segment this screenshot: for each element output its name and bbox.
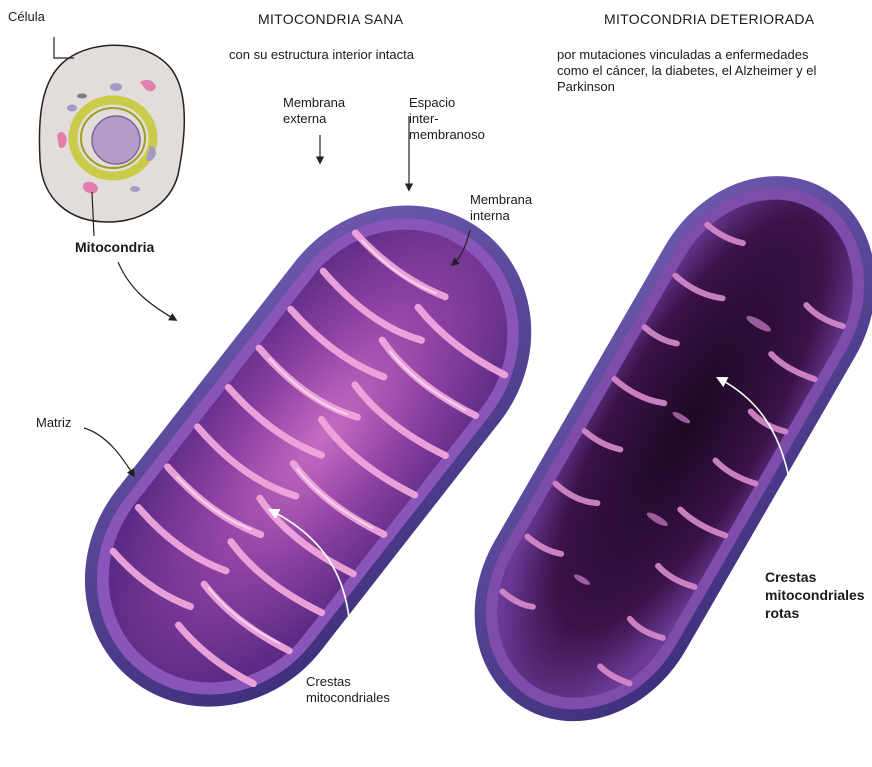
matriz-label: Matriz: [36, 415, 71, 431]
membrana-interna-line-2: interna: [470, 208, 532, 224]
matriz-arrow: [84, 428, 134, 476]
crestas-rotas-line-1: Crestas: [765, 568, 865, 586]
membrana-externa-line-1: Membrana: [283, 95, 345, 111]
membrana-externa-line-2: externa: [283, 111, 345, 127]
espacio-line-3: membranoso: [409, 127, 485, 143]
membrana-interna-line-1: Membrana: [470, 192, 532, 208]
membrana-interna-label: Membrana interna: [470, 192, 532, 224]
espacio-label: Espacio inter- membranoso: [409, 95, 485, 143]
membrana-externa-label: Membrana externa: [283, 95, 345, 127]
celula-leader: [54, 37, 74, 58]
crestas-rotas-label: Crestas mitocondriales rotas: [765, 568, 865, 622]
crestas-rotas-line-2: mitocondriales: [765, 586, 865, 604]
damaged-mitochondrion: [430, 134, 872, 764]
cell-diagram: [39, 37, 184, 222]
crestas-label: Crestas mitocondriales: [306, 674, 390, 706]
nucleus: [92, 116, 140, 164]
espacio-line-2: inter-: [409, 111, 485, 127]
vesicle-2: [67, 105, 77, 112]
crestas-line-2: mitocondriales: [306, 690, 390, 706]
espacio-line-1: Espacio: [409, 95, 485, 111]
crestas-line-1: Crestas: [306, 674, 390, 690]
celula-label: Célula: [8, 9, 45, 25]
vesicle-4: [130, 186, 140, 192]
vesicle-1: [110, 83, 122, 91]
crestas-rotas-line-3: rotas: [765, 604, 865, 622]
mitocondria-label: Mitocondria: [75, 238, 154, 256]
vesicle-3: [77, 94, 87, 99]
